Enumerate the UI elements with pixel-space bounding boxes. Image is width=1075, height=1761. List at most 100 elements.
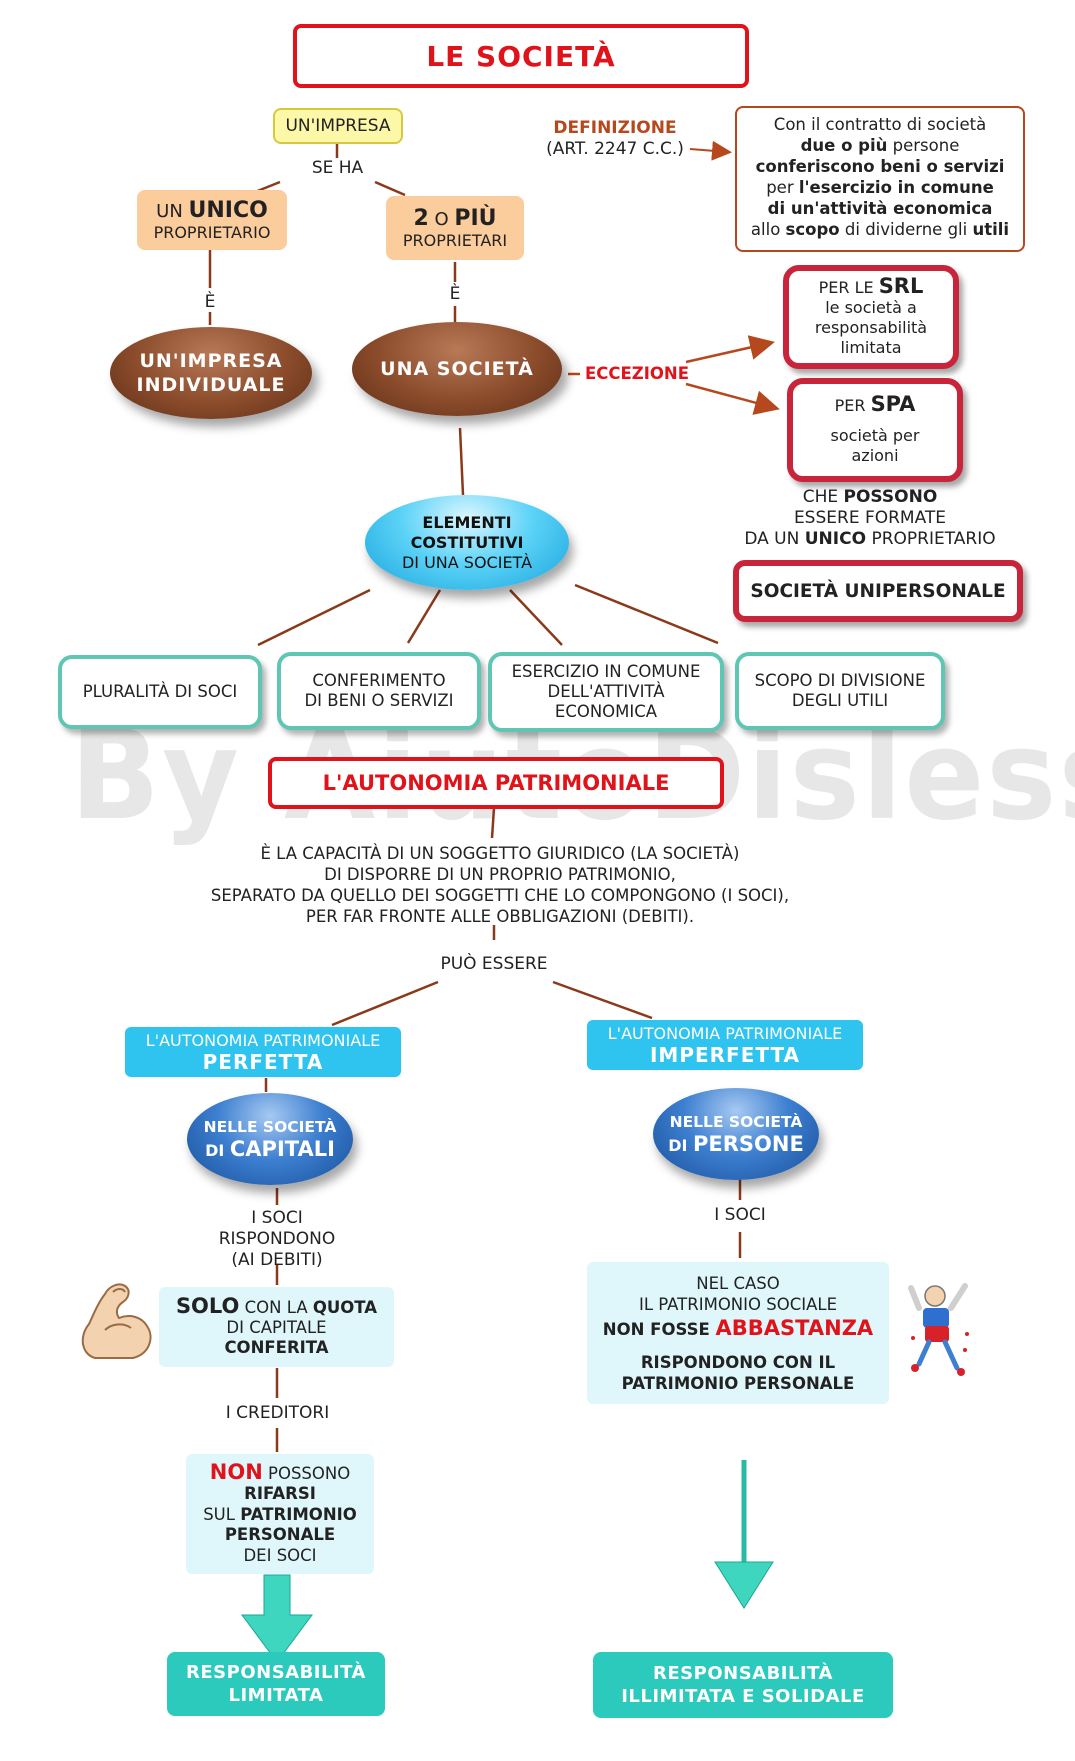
srl-strong: SRL [878,274,924,298]
definition-line6b: scopo [785,220,840,239]
e-label-2: È [449,284,461,304]
page-title: LE SOCIETÀ [426,39,616,73]
definition-line6c: di dividerne gli [839,220,973,239]
unico-pre: UN [156,201,189,222]
solo-b: CON LA [239,1298,313,1317]
autonomia-def-line1: È LA CAPACITÀ DI UN SOGGETTO GIURIDICO (… [260,844,740,863]
spa-box: PER SPA società per azioni [787,378,963,482]
imperfetta-box: L'AUTONOMIA PATRIMONIALE IMPERFETTA [587,1020,863,1070]
perfetta-line2: PERFETTA [202,1049,324,1074]
autonomia-def-line2: DI DISPORRE DI UN PROPRIO PATRIMONIO, [324,865,676,884]
responsabilita-limitata-box: RESPONSABILITÀ LIMITATA [167,1652,385,1716]
resp-illimitata-line1: RESPONSABILITÀ [653,1663,833,1684]
soci-rispondono-line2: RISPONDONO [218,1229,336,1249]
autonomia-def-line3: SEPARATO DA QUELLO DEI SOGGETTI CHE LO C… [210,886,790,905]
capitali-line1: NELLE SOCIETÀ [203,1118,337,1136]
definizione-title: DEFINIZIONE [553,118,677,138]
nel-caso-line2: IL PATRIMONIO SOCIALE [638,1294,838,1314]
possono-l3a: DA UN [744,529,805,549]
element-box-4-line1: SCOPO DI DIVISIONE [754,671,926,690]
nel-caso-line5: PATRIMONIO PERSONALE [621,1373,855,1393]
spa-pre: PER [834,396,871,415]
definition-line6d: utili [972,220,1010,239]
page-title-box: LE SOCIETÀ [293,24,749,88]
piu-strong2: PIÙ [454,206,497,231]
persone-line1: NELLE SOCIETÀ [669,1113,803,1131]
spa-line2: società per [830,426,920,445]
capitali-line2b: CAPITALI [229,1137,335,1161]
nel-caso-box: NEL CASO IL PATRIMONIO SOCIALE NON FOSSE… [587,1262,889,1404]
elementi-line1: ELEMENTI [422,512,512,532]
srl-pre: PER LE [818,278,879,297]
srl-box: PER LE SRL le società a responsabilità l… [783,265,959,369]
perfetta-box: L'AUTONOMIA PATRIMONIALE PERFETTA [125,1027,401,1077]
capitali-oval: NELLE SOCIETÀ DI CAPITALI [187,1093,353,1185]
unipersonale-box: SOCIETÀ UNIPERSONALE [733,560,1023,622]
srl-line4: limitata [840,338,902,357]
non-possono-box: NON POSSONO RIFARSI SUL PATRIMONIO PERSO… [186,1454,374,1574]
piu-proprietari-node: 2 O PIÙ PROPRIETARI [386,196,524,260]
autonomia-title-box: L'AUTONOMIA PATRIMONIALE [268,757,724,809]
definition-line3: conferiscono beni o servizi [755,157,1005,176]
creditori-label: I CREDITORI [225,1403,330,1423]
nel-caso-line3b: ABBASTANZA [715,1315,874,1340]
capitali-line2a: DI [205,1141,230,1160]
elementi-costitutivi-oval: ELEMENTI COSTITUTIVI DI UNA SOCIETÀ [365,495,569,590]
impresa-label: UN'IMPRESA [285,116,391,136]
autonomia-title: L'AUTONOMIA PATRIMONIALE [322,771,670,795]
definition-line2b: persone [887,136,960,155]
non-possono-line3b: PATRIMONIO [240,1504,357,1524]
non-possono-line4: PERSONALE [224,1525,336,1545]
solo-line3: CONFERITA [224,1338,329,1357]
perfetta-line1: L'AUTONOMIA PATRIMONIALE [145,1030,381,1050]
resp-limitata-line1: RESPONSABILITÀ [186,1662,366,1683]
persone-line2b: PERSONE [693,1132,804,1156]
flexed-arm-icon [81,1283,152,1359]
persone-line2a: DI [668,1136,693,1155]
e-label-1: È [204,292,216,312]
non-possono-a: NON [209,1459,263,1484]
definition-line6a: allo [750,220,786,239]
srl-line3: responsabilità [814,318,928,337]
impresa-individuale-line2: INDIVIDUALE [136,374,286,396]
definizione-label: DEFINIZIONE (ART. 2247 C.C.) [540,118,690,160]
solo-a: SOLO [175,1294,240,1318]
impresa-individuale-line1: UN'IMPRESA [139,350,283,372]
una-societa-label: UNA SOCIETÀ [380,358,534,380]
unico-proprietario-node: UN UNICO PROPRIETARIO [137,190,287,250]
element-box-3-line1: ESERCIZIO IN COMUNE [511,662,701,681]
possono-l3b: UNICO [804,529,867,549]
element-box-2-line2: DI BENI O SERVIZI [304,691,454,710]
nel-caso-line4: RISPONDONO CON IL [640,1352,836,1372]
imperfetta-line2: IMPERFETTA [649,1042,801,1067]
element-box-1-line1: PLURALITÀ DI SOCI [82,682,238,701]
element-box-2-line1: CONFERIMENTO [312,671,446,690]
possono-l1b: POSSONO [843,487,938,507]
definizione-ref: (ART. 2247 C.C.) [546,139,684,159]
puo-essere-label: PUÒ ESSERE [440,954,548,974]
una-societa-oval: UNA SOCIETÀ [352,322,562,416]
possono-text: CHE POSSONO ESSERE FORMATE DA UN UNICO P… [735,487,1005,550]
definition-line4a: per [766,178,799,197]
definition-line5: di un'attività economica [767,199,993,218]
soci-rispondono-text: I SOCI RISPONDONO (AI DEBITI) [202,1208,352,1271]
resp-limitata-line2: LIMITATA [228,1685,324,1706]
down-arrow-right [714,1460,774,1609]
spa-line3: azioni [851,446,899,465]
autonomia-def-line4: PER FAR FRONTE ALLE OBBLIGAZIONI (DEBITI… [305,907,695,926]
nel-caso-line1: NEL CASO [696,1273,780,1293]
definition-line1: Con il contratto di società [773,115,987,134]
piu-line2: PROPRIETARI [402,231,508,250]
piu-strong1: 2 [413,206,429,231]
element-box-4-line2: DEGLI UTILI [791,691,889,710]
possono-l2: ESSERE FORMATE [793,508,947,528]
nel-caso-line3a: NON FOSSE [602,1319,716,1339]
imperfetta-line1: L'AUTONOMIA PATRIMONIALE [607,1023,843,1043]
autonomia-definition: È LA CAPACITÀ DI UN SOGGETTO GIURIDICO (… [150,843,850,927]
piu-mid: O [428,209,455,230]
solo-line2: DI CAPITALE [226,1318,327,1337]
persone-oval: NELLE SOCIETÀ DI PERSONE [653,1088,819,1180]
non-possono-line5: DEI SOCI [243,1545,317,1565]
